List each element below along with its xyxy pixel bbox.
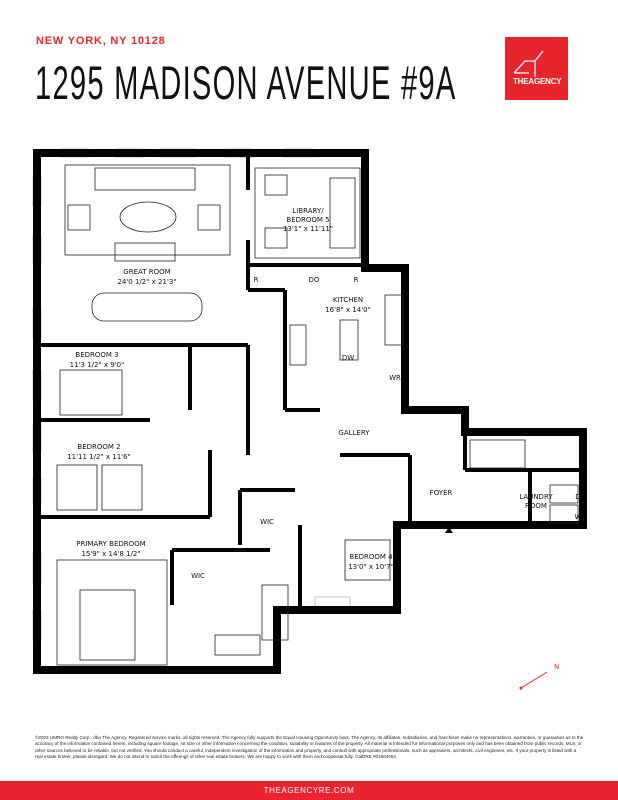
wic-label-2: WIC — [191, 572, 205, 580]
washer-label: W — [575, 513, 582, 521]
refrigerator-label: R — [254, 276, 259, 284]
primary-bedroom-label: PRIMARY BEDROOM — [76, 540, 145, 548]
the-agency-logo: THEAGENCY — [505, 37, 568, 100]
library-dims: 13'1" x 11'11" — [283, 225, 333, 233]
bedroom3-dims: 11'3 1/2" x 9'0" — [70, 361, 125, 369]
compass-label: N — [554, 663, 559, 671]
logo-text: THEAGENCY — [513, 77, 562, 86]
wine-refrigerator-label: WR — [389, 374, 401, 382]
kitchen-dims: 16'8" x 14'0" — [325, 306, 371, 314]
bedroom4-label: BEDROOM 4 — [349, 553, 393, 561]
agency-a-icon — [513, 50, 544, 77]
laundry-label: LAUNDRY — [519, 493, 553, 501]
disclaimer-text: ©2023 UMRO Realty Corp., dba The Agency.… — [35, 735, 584, 759]
page-title: 1295 MADISON AVENUE #9A — [35, 56, 457, 109]
north-compass-icon: N — [519, 663, 559, 690]
room-labels: GREAT ROOM 24'0 1/2" x 21'3" LIBRARY/ BE… — [67, 207, 581, 580]
bedroom2-dims: 11'11 1/2" x 11'6" — [67, 453, 131, 461]
gallery-label: GALLERY — [338, 429, 370, 437]
dryer-label: D — [575, 493, 580, 501]
floor-plan: GREAT ROOM 24'0 1/2" x 21'3" LIBRARY/ BE… — [32, 148, 587, 690]
primary-bedroom-dims: 15'9" x 14'8 1/2" — [81, 550, 140, 558]
bedroom3-label: BEDROOM 3 — [75, 351, 118, 359]
footer-bar: THEAGENCYRE.COM — [0, 781, 618, 800]
great-room-label: GREAT ROOM — [123, 268, 170, 276]
great-room-dims: 24'0 1/2" x 21'3" — [117, 278, 176, 286]
dishwasher-label: DW — [342, 354, 354, 362]
library-label: LIBRARY/ — [292, 207, 324, 215]
kitchen-label: KITCHEN — [333, 296, 363, 304]
website-link[interactable]: THEAGENCYRE.COM — [263, 786, 355, 795]
laundry-label-2: ROOM — [525, 502, 547, 510]
bedroom4-dims: 13'0" x 10'7" — [348, 563, 394, 571]
refrigerator-label-2: R — [354, 276, 359, 284]
furniture — [56, 164, 579, 666]
foyer-label: FOYER — [430, 489, 453, 497]
wic-label: WIC — [260, 518, 274, 526]
location-text: NEW YORK, NY 10128 — [36, 35, 166, 47]
bedroom2-label: BEDROOM 2 — [77, 443, 120, 451]
interior-walls — [37, 153, 583, 610]
double-oven-label: DO — [309, 276, 320, 284]
library-label-2: BEDROOM 5 — [286, 216, 329, 224]
entry-arrow-icon — [445, 527, 453, 533]
